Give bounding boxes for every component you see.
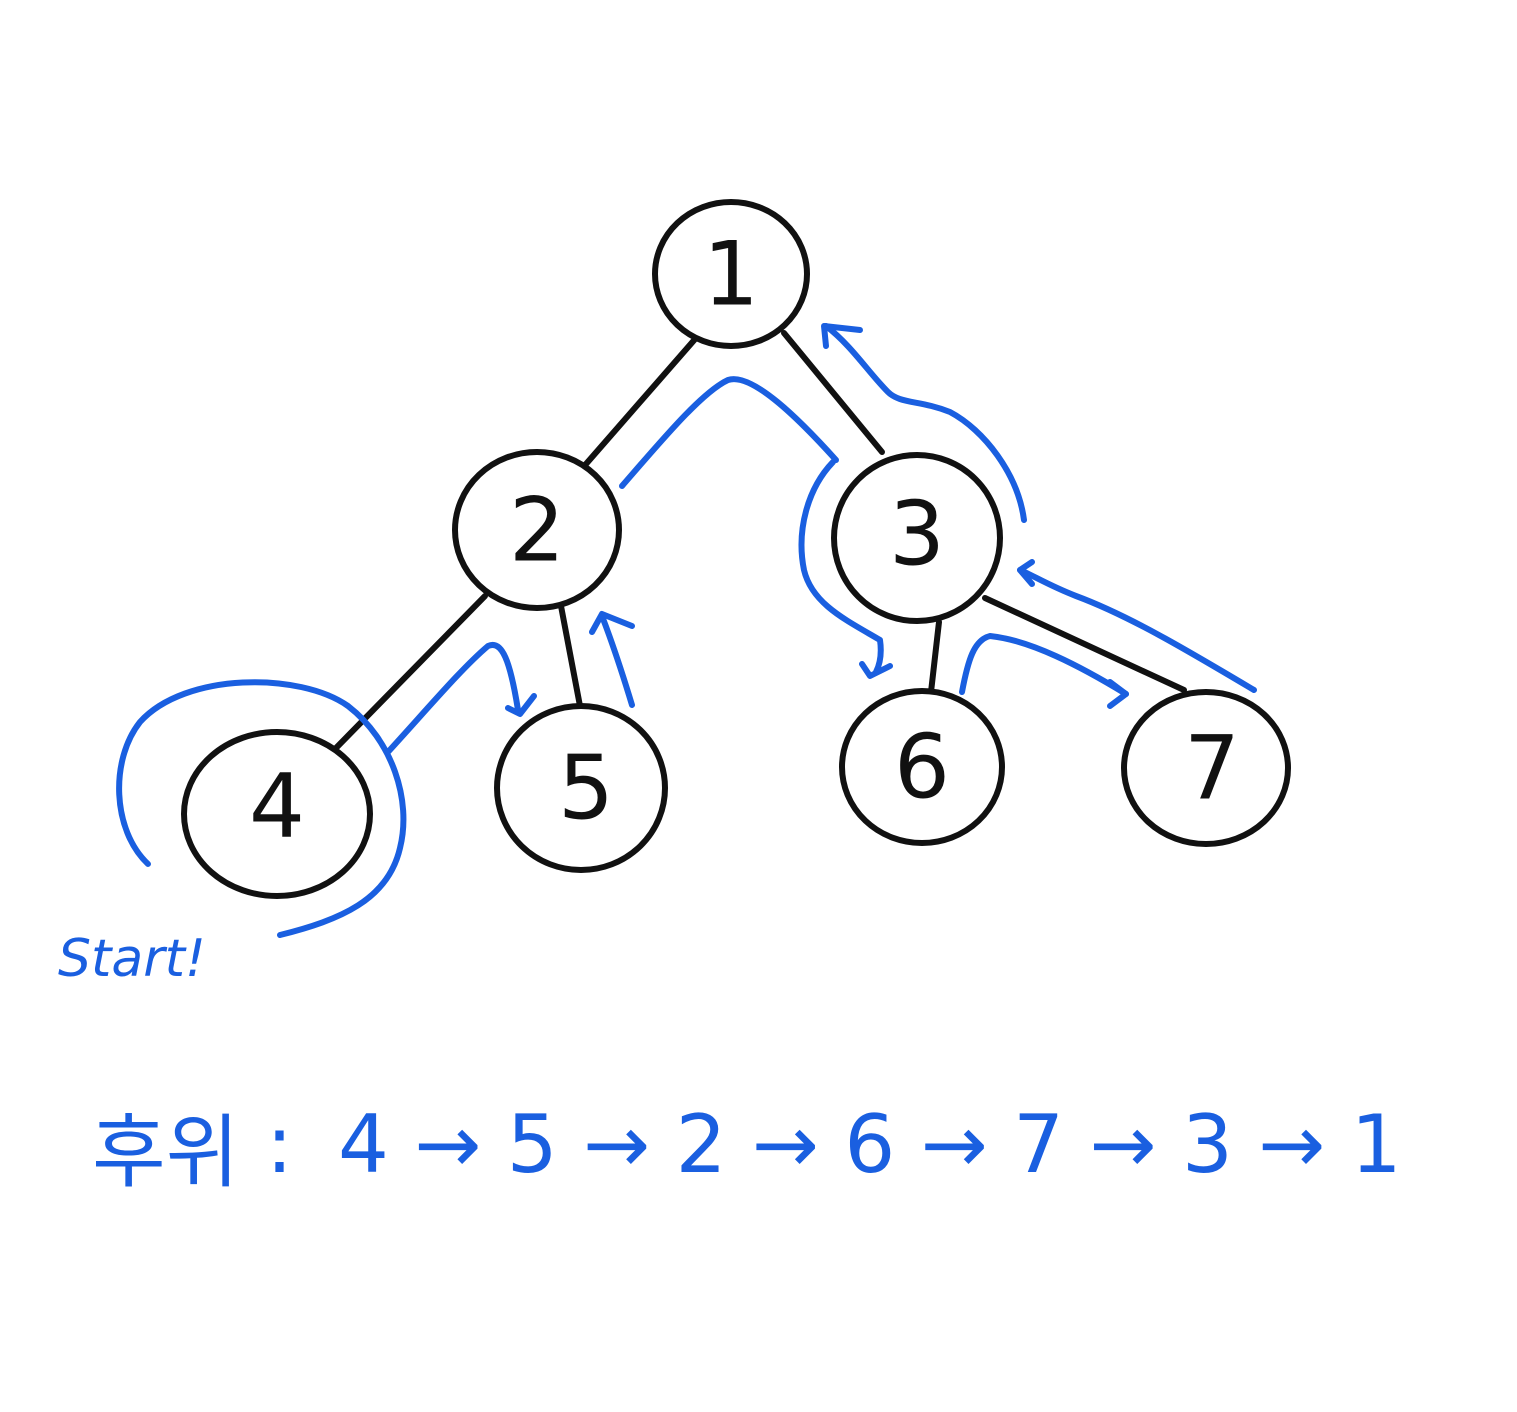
path-2-over-to-3 [619, 376, 839, 489]
tree-node-4: 4 [181, 729, 373, 899]
arrowhead-to-7 [1107, 679, 1129, 709]
tree-node-3: 3 [831, 452, 1003, 624]
edge-1-2 [583, 335, 699, 467]
arrowhead-to-5 [505, 693, 537, 717]
tree-node-1: 1 [652, 199, 810, 349]
path-4-to-5 [385, 642, 521, 755]
arrowhead-to-6 [859, 661, 893, 679]
node-1-circle [652, 199, 810, 349]
node-2-circle [452, 449, 622, 611]
node-1-label: 1 [703, 223, 759, 326]
start-label: Start! [58, 929, 206, 989]
arrowhead-to-2 [589, 611, 635, 635]
node-2-label: 2 [509, 479, 565, 582]
node-5-circle [494, 703, 668, 873]
tree-node-7: 7 [1121, 689, 1291, 847]
edge-2-5 [558, 603, 583, 709]
path-5-to-2 [599, 613, 635, 708]
node-3-label: 3 [889, 483, 945, 586]
traversal-label: 후위 [92, 1106, 239, 1199]
traversal-separator: : [266, 1098, 293, 1191]
node-5-label: 5 [558, 737, 614, 840]
tree-node-6: 6 [839, 688, 1005, 846]
tree-node-5: 5 [494, 703, 668, 873]
edge-3-6 [928, 619, 942, 695]
node-7-circle [1121, 689, 1291, 847]
tree-node-2: 2 [452, 449, 622, 611]
node-3-circle [831, 452, 1003, 624]
path-3-to-1 [823, 323, 1027, 523]
arrowhead-to-1 [821, 323, 863, 349]
node-4-label: 4 [249, 755, 305, 858]
traversal-path [116, 323, 1257, 938]
node-4-circle [181, 729, 373, 899]
edge-3-7 [982, 595, 1187, 693]
edge-2-4 [333, 593, 488, 751]
node-6-label: 6 [894, 716, 950, 819]
path-7-to-3 [1017, 567, 1257, 693]
traversal-order-line: 후위 : 4 → 5 → 2 → 6 → 7 → 3 → 1 [92, 1098, 1402, 1199]
node-7-label: 7 [1184, 717, 1240, 820]
node-6-circle [839, 688, 1005, 846]
path-loop-around-4 [116, 679, 407, 938]
path-down-to-6 [798, 459, 884, 675]
edge-1-3 [781, 330, 885, 455]
arrowhead-to-3 [1017, 559, 1035, 587]
path-6-to-7 [959, 633, 1129, 697]
traversal-order: 4 → 5 → 2 → 6 → 7 → 3 → 1 [338, 1098, 1402, 1191]
tree-edges [333, 330, 1187, 751]
